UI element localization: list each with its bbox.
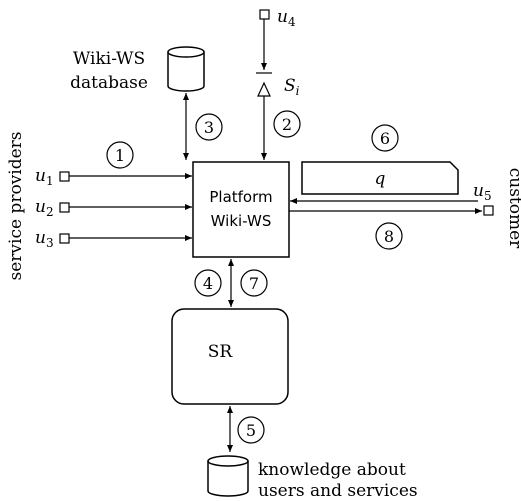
sr-label: SR [208, 342, 234, 362]
step-6-label: 6 [380, 129, 390, 148]
sr-box [171, 308, 289, 405]
user-u4-node [259, 9, 270, 20]
step-8-marker: 8 [375, 222, 403, 250]
query-document [301, 161, 459, 195]
si-label: Si [284, 76, 300, 98]
knowledge-database [207, 455, 249, 497]
platform-label-line1: Platform [209, 188, 272, 206]
knowledge-label-line2: users and services [258, 481, 418, 501]
service-providers-label: service providers [6, 131, 26, 280]
step-7-label: 7 [249, 274, 259, 293]
platform-box [192, 161, 290, 258]
query-label: q [375, 169, 386, 189]
step-1-marker: 1 [106, 141, 134, 169]
step-1-label: 1 [115, 146, 125, 165]
user-u3-node [59, 233, 70, 244]
step-4-label: 4 [203, 274, 213, 293]
user-u1-node [59, 171, 70, 182]
wiki-ws-database [167, 46, 205, 92]
step-5-marker: 5 [237, 416, 265, 444]
knowledge-label-line1: knowledge about [258, 460, 406, 480]
step-3-marker: 3 [195, 113, 223, 141]
step-3-label: 3 [204, 118, 214, 137]
step-7-marker: 7 [240, 269, 268, 297]
database-label-line2: database [70, 73, 148, 93]
si-gateway [256, 72, 272, 97]
step-2-label: 2 [282, 115, 292, 134]
step-2-marker: 2 [273, 110, 301, 138]
step-8-label: 8 [384, 227, 394, 246]
step-5-label: 5 [246, 421, 256, 440]
user-u1-label: u1 [35, 166, 54, 188]
step-6-marker: 6 [371, 124, 399, 152]
database-label-line1: Wiki-WS [73, 49, 145, 69]
user-u3-label: u3 [35, 228, 54, 250]
step-4-marker: 4 [194, 269, 222, 297]
user-u2-node [59, 202, 70, 213]
user-u5-node [483, 205, 494, 216]
user-u2-label: u2 [35, 197, 54, 219]
customer-label: customer [505, 168, 521, 249]
user-u5-label: u5 [473, 181, 492, 203]
platform-label-line2: Wiki-WS [211, 212, 272, 230]
user-u4-label: u4 [277, 7, 296, 29]
